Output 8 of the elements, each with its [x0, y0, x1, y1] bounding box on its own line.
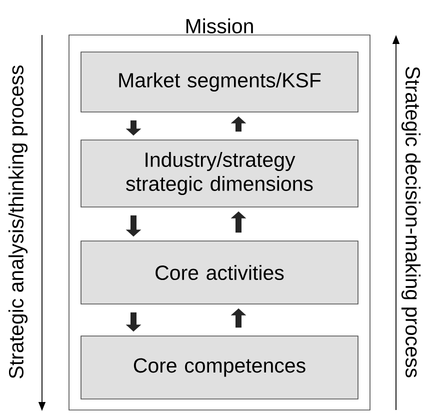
side-label: Strategic decision-making process	[401, 66, 421, 378]
side-label: Strategic analysis/thinking process	[8, 66, 28, 378]
process-box: Core competences	[80, 336, 358, 400]
process-box: Core activities	[80, 240, 358, 304]
frame-heading: Mission	[186, 18, 253, 34]
process-box: Market segments/KSF	[80, 52, 358, 112]
process-box: Industry/strategy strategic dimensions	[80, 140, 358, 208]
frame-box	[68, 34, 370, 410]
